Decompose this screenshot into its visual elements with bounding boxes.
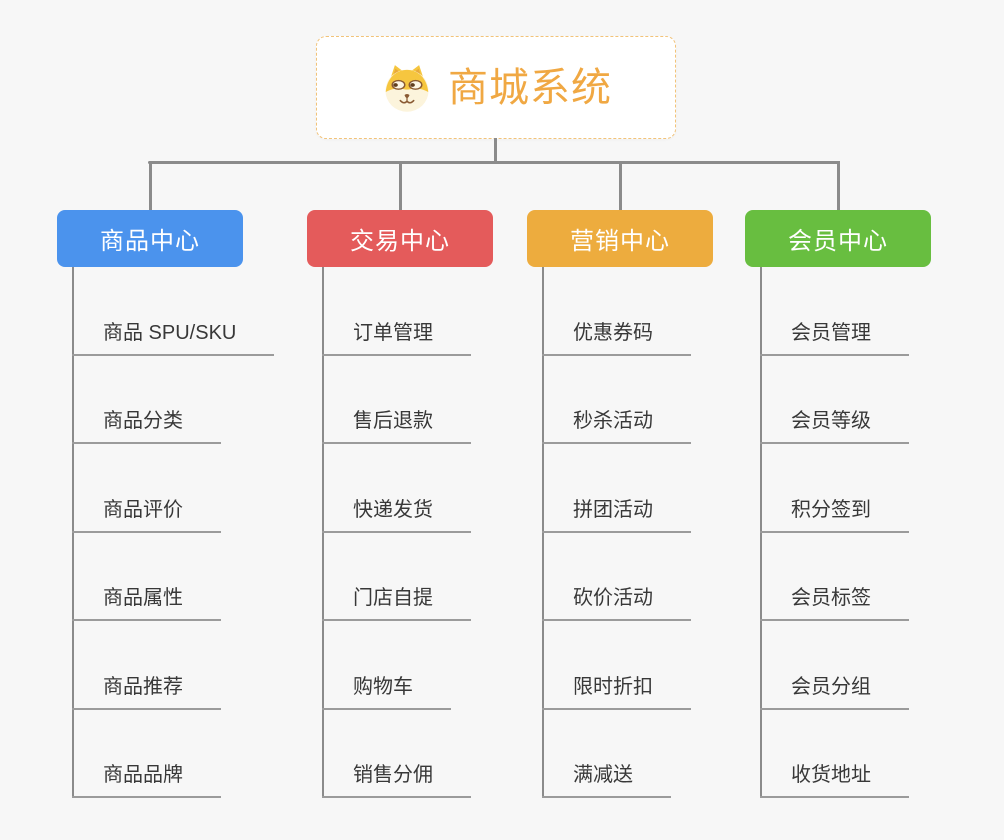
- category-node-2[interactable]: 交易中心: [307, 210, 493, 267]
- child-node-row: 秒杀活动: [542, 356, 691, 444]
- branch-connector-line: [322, 267, 324, 798]
- child-node[interactable]: 会员标签: [760, 586, 909, 621]
- branch-connector-line: [760, 267, 762, 798]
- child-node[interactable]: 商品品牌: [72, 763, 221, 798]
- child-node-row: 商品品牌: [72, 710, 274, 798]
- branch-column-3: 营销中心 优惠券码 秒杀活动 拼团活动 砍价活动 限时折扣 满减送: [527, 210, 713, 798]
- child-node[interactable]: 收货地址: [760, 763, 909, 798]
- child-node[interactable]: 限时折扣: [542, 675, 691, 710]
- connector-drop-2: [398, 161, 402, 210]
- child-node[interactable]: 满减送: [542, 763, 671, 798]
- child-node-row: 商品分类: [72, 356, 274, 444]
- branch-column-2: 交易中心 订单管理 售后退款 快递发货 门店自提 购物车 销售分佣: [307, 210, 493, 798]
- child-node[interactable]: 销售分佣: [322, 763, 471, 798]
- child-node-row: 购物车: [322, 621, 471, 710]
- connector-drop-1: [148, 161, 152, 210]
- child-node[interactable]: 砍价活动: [542, 586, 691, 621]
- child-node-row: 收货地址: [760, 710, 909, 798]
- child-node[interactable]: 会员等级: [760, 409, 909, 444]
- child-node[interactable]: 商品分类: [72, 409, 221, 444]
- child-node[interactable]: 商品推荐: [72, 675, 221, 710]
- child-node-row: 商品推荐: [72, 621, 274, 710]
- child-node-row: 商品 SPU/SKU: [72, 267, 275, 356]
- child-node[interactable]: 订单管理: [322, 321, 471, 356]
- child-node[interactable]: 购物车: [322, 675, 451, 710]
- branch-connector-line: [72, 267, 74, 798]
- child-node[interactable]: 积分签到: [760, 498, 909, 533]
- child-node[interactable]: 秒杀活动: [542, 409, 691, 444]
- child-node-row: 快递发货: [322, 444, 471, 533]
- root-title: 商城系统: [448, 65, 612, 110]
- child-node[interactable]: 商品评价: [72, 498, 221, 533]
- child-node-row: 售后退款: [322, 356, 471, 444]
- child-node-row: 砍价活动: [542, 533, 691, 621]
- root-node[interactable]: 商城系统: [316, 36, 676, 139]
- child-node[interactable]: 商品属性: [72, 586, 221, 621]
- child-node-row: 会员管理: [760, 267, 909, 356]
- child-node-row: 优惠券码: [542, 267, 691, 356]
- child-node-row: 限时折扣: [542, 621, 691, 710]
- child-node-row: 商品评价: [72, 444, 274, 533]
- child-node-row: 订单管理: [322, 267, 471, 356]
- dog-face-icon: [380, 62, 434, 114]
- branch-items: 会员管理 会员等级 积分签到 会员标签 会员分组 收货地址: [760, 267, 909, 798]
- child-node[interactable]: 会员分组: [760, 675, 909, 710]
- child-node[interactable]: 快递发货: [322, 498, 471, 533]
- branch-items: 订单管理 售后退款 快递发货 门店自提 购物车 销售分佣: [322, 267, 471, 798]
- child-node-row: 销售分佣: [322, 710, 471, 798]
- child-node-row: 会员分组: [760, 621, 909, 710]
- category-node-4[interactable]: 会员中心: [745, 210, 931, 267]
- branch-column-1: 商品中心 商品 SPU/SKU 商品分类 商品评价 商品属性 商品推荐 商品品牌: [57, 210, 275, 798]
- child-node[interactable]: 售后退款: [322, 409, 471, 444]
- child-node-row: 会员等级: [760, 356, 909, 444]
- child-node[interactable]: 商品 SPU/SKU: [72, 321, 275, 356]
- child-node-row: 会员标签: [760, 533, 909, 621]
- branch-items: 优惠券码 秒杀活动 拼团活动 砍价活动 限时折扣 满减送: [542, 267, 691, 798]
- child-node[interactable]: 拼团活动: [542, 498, 691, 533]
- branch-connector-line: [542, 267, 544, 798]
- category-node-1[interactable]: 商品中心: [57, 210, 243, 267]
- child-node-row: 拼团活动: [542, 444, 691, 533]
- branch-items: 商品 SPU/SKU 商品分类 商品评价 商品属性 商品推荐 商品品牌: [72, 267, 275, 798]
- connector-drop-4: [836, 161, 840, 210]
- child-node[interactable]: 优惠券码: [542, 321, 691, 356]
- category-node-3[interactable]: 营销中心: [527, 210, 713, 267]
- branch-column-4: 会员中心 会员管理 会员等级 积分签到 会员标签 会员分组 收货地址: [745, 210, 931, 798]
- connector-horizontal: [148, 161, 839, 164]
- child-node-row: 满减送: [542, 710, 691, 798]
- child-node-row: 积分签到: [760, 444, 909, 533]
- child-node-row: 商品属性: [72, 533, 274, 621]
- child-node[interactable]: 会员管理: [760, 321, 909, 356]
- connector-root-vertical: [494, 138, 497, 163]
- connector-drop-3: [618, 161, 622, 210]
- child-node[interactable]: 门店自提: [322, 586, 471, 621]
- child-node-row: 门店自提: [322, 533, 471, 621]
